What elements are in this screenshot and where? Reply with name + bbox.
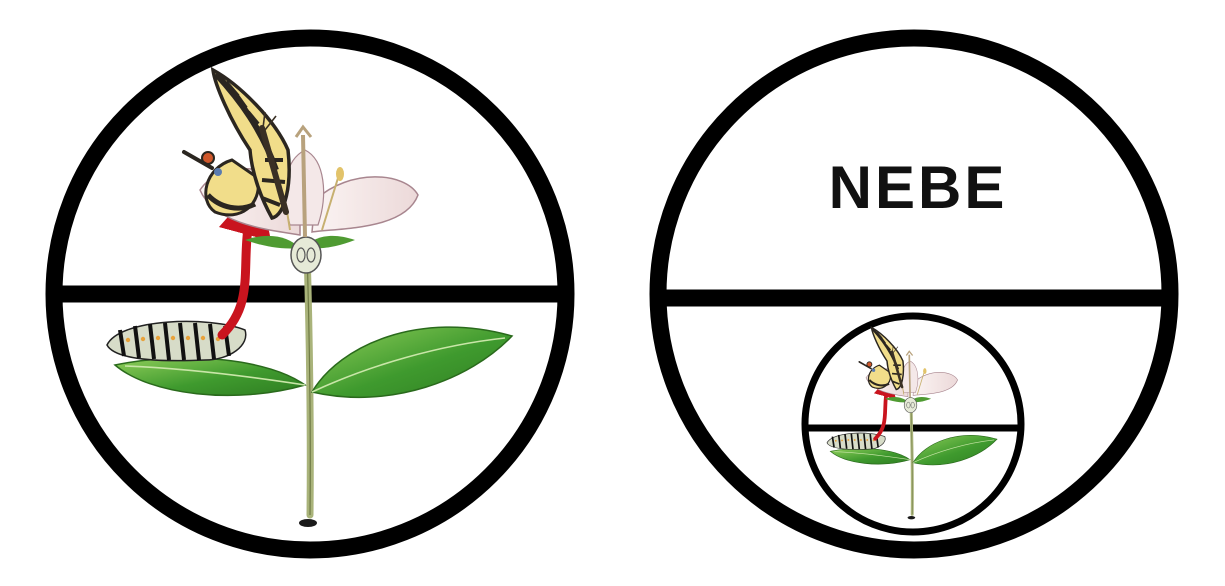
right-circle: NEBE: [649, 29, 1179, 559]
nebe-label: NEBE: [829, 154, 1008, 221]
nested-circle: [801, 312, 1025, 536]
left-circle: [45, 29, 575, 559]
